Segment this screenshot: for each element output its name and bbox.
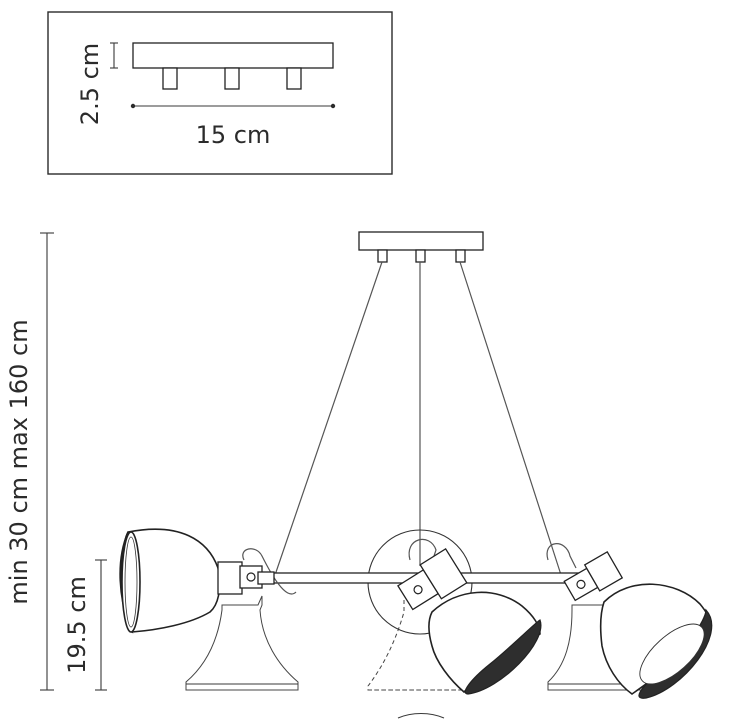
inset-stud-left xyxy=(162,67,178,90)
shade-height-dimension: 19.5 cm xyxy=(63,559,107,691)
inset-width-dimension-line xyxy=(130,103,336,109)
inset-stud-middle xyxy=(224,67,240,90)
suspension-cables xyxy=(273,261,563,579)
inset-width-label: 15 cm xyxy=(196,121,271,149)
ceiling-canopy xyxy=(358,231,484,263)
lamp-right xyxy=(563,550,713,699)
wire-loop-left xyxy=(242,548,297,595)
inset-height-dimension-line xyxy=(110,42,118,69)
overall-height-dimension: min 30 cm max 160 cm xyxy=(5,232,54,691)
wire-loop-center xyxy=(408,538,437,569)
wire-loop-right xyxy=(546,543,577,569)
overall-height-label: min 30 cm max 160 cm xyxy=(5,319,33,604)
inset-canopy-plate xyxy=(132,42,334,69)
inset-height-label: 2.5 cm xyxy=(76,43,104,125)
ghost-shade-left xyxy=(185,595,299,691)
shade-height-label: 19.5 cm xyxy=(63,576,91,674)
ghost-shade-center-dashed xyxy=(367,600,468,691)
inset-frame xyxy=(47,11,393,175)
lamp-left xyxy=(119,528,275,634)
lamp-center xyxy=(397,548,542,695)
bottom-edge-mark xyxy=(397,712,445,719)
canopy-detail-inset: 2.5 cm 15 cm xyxy=(47,11,393,175)
inset-stud-right xyxy=(286,67,302,90)
